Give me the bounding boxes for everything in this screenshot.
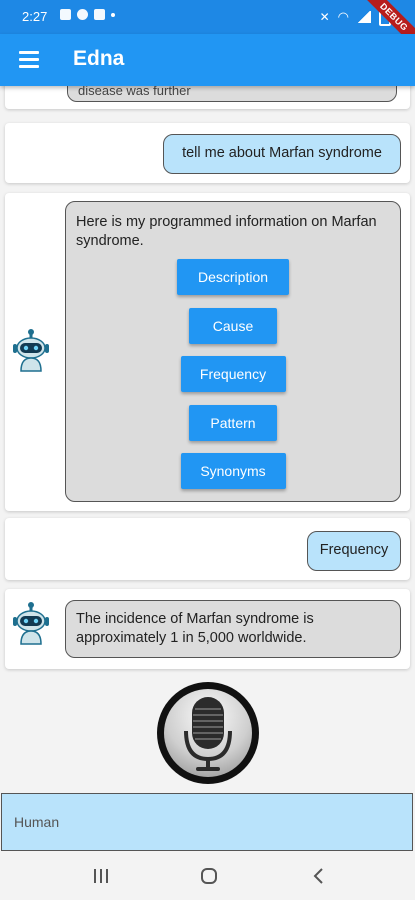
- status-time: 2:27: [22, 9, 48, 24]
- bot-message-text: Here is my programmed information on Mar…: [76, 214, 377, 249]
- user-message-bubble: tell me about Marfan syndrome: [163, 134, 401, 174]
- option-button-pattern[interactable]: Pattern: [189, 405, 277, 441]
- user-message-text: tell me about Marfan syndrome: [182, 145, 382, 161]
- option-button-cause[interactable]: Cause: [189, 308, 277, 344]
- home-icon[interactable]: [199, 866, 219, 886]
- app-title: Edna: [73, 47, 125, 70]
- chat-card-user-1: tell me about Marfan syndrome: [5, 123, 410, 183]
- microphone-button[interactable]: [157, 682, 259, 784]
- more-notifications-icon: [111, 12, 115, 17]
- option-button-frequency[interactable]: Frequency: [180, 356, 286, 392]
- user-message-text: Frequency: [319, 542, 389, 558]
- bot-message-text: The incidence of Marfan syndrome is appr…: [76, 611, 314, 646]
- app-notification-icon: [77, 9, 88, 20]
- option-button-description[interactable]: Description: [177, 259, 289, 295]
- microphone-icon: [184, 697, 232, 771]
- user-message-bubble: Frequency: [307, 531, 401, 571]
- robot-avatar-icon: [13, 602, 49, 645]
- hamburger-menu-icon[interactable]: [19, 51, 39, 68]
- bot-message-bubble: Here is my programmed information on Mar…: [65, 201, 401, 502]
- bot-message-text: disease was further: [78, 86, 191, 98]
- signal-icon: [357, 11, 371, 23]
- robot-avatar-icon: [13, 329, 49, 372]
- notification-icons: [60, 9, 115, 20]
- chat-card-previous: disease was further: [5, 86, 410, 109]
- chat-list[interactable]: disease was further tell me about Marfan…: [0, 86, 415, 676]
- back-icon[interactable]: [309, 866, 329, 886]
- mute-icon: ✕: [319, 10, 330, 24]
- option-button-synonyms[interactable]: Synonyms: [180, 453, 286, 489]
- message-input-container: [1, 793, 413, 851]
- chat-card-bot-2: The incidence of Marfan syndrome is appr…: [5, 589, 410, 669]
- wifi-icon: ◠: [337, 9, 349, 24]
- image-notification-icon: [60, 9, 71, 20]
- option-button-list: Description Cause Frequency Pattern Syno…: [76, 259, 390, 489]
- bot-message-bubble: disease was further: [67, 86, 397, 102]
- message-input[interactable]: [2, 794, 412, 850]
- message-notification-icon: [94, 9, 105, 20]
- chat-card-bot-1: Here is my programmed information on Mar…: [5, 193, 410, 511]
- recent-apps-icon[interactable]: [91, 866, 111, 886]
- bot-message-bubble: The incidence of Marfan syndrome is appr…: [65, 600, 401, 658]
- status-bar: 2:27 ✕ ◠ DEBUG: [0, 0, 415, 54]
- system-nav-bar: [0, 852, 415, 900]
- chat-card-user-2: Frequency: [5, 518, 410, 580]
- app-bar: Edna: [0, 34, 415, 86]
